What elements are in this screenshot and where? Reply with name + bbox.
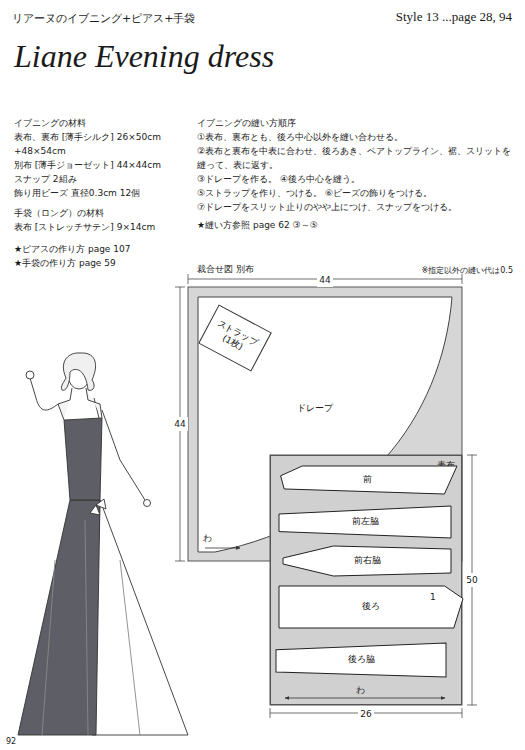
dimension-tick xyxy=(270,708,271,718)
fold-arrow xyxy=(205,548,240,549)
drape-piece xyxy=(198,297,452,552)
sewing-step: ⑦ドレープをスリット止りのやや上につけ、スナップをつける。 xyxy=(197,200,517,214)
sewing-step: ③ドレープを作る。 ④後ろ中心を縫う。 xyxy=(197,172,517,186)
callout-number: 1 xyxy=(430,590,436,604)
dimension-lines xyxy=(175,274,477,718)
pattern-piece: 前 xyxy=(277,466,457,494)
page-reference: ★縫い方参照 page 62 ③～⑤ xyxy=(197,218,318,232)
diagram-heading: 裁合せ図 別布 xyxy=(197,262,254,276)
page-reference: ★手袋の作り方 page 59 xyxy=(14,256,116,270)
page-reference: ★ピアスの作り方 page 107 xyxy=(14,242,130,256)
hand xyxy=(26,371,34,379)
piece-name: 後ろ xyxy=(362,601,380,612)
skirt-light xyxy=(92,500,188,735)
sewing-step: ①表布、裏布とも、後ろ中心以外を縫い合わせる。 xyxy=(197,130,517,144)
piece-outline xyxy=(279,506,451,538)
piece-name: 前左脇 xyxy=(352,516,379,527)
sewing-step: ⑤ストラップを作り、つける。 ⑥ビーズの飾りをつける。 xyxy=(197,186,517,200)
dimension-tick xyxy=(467,705,477,706)
dimension-tick xyxy=(462,274,463,284)
fold-arrow xyxy=(285,698,445,699)
material-item: 別布 [薄手ジョーゼット] 44×44cm xyxy=(14,158,161,172)
page-number: 92 xyxy=(6,735,16,749)
bodice xyxy=(64,418,102,500)
separate-fabric xyxy=(188,287,462,561)
dimension: 44 xyxy=(172,417,187,431)
dimension: 26 xyxy=(358,707,373,721)
header-text: リアーヌのイブニング+ピアス+手袋 xyxy=(12,12,195,26)
section-heading: 手袋（ロング）の材料 xyxy=(14,206,104,220)
page-title: Liane Evening dress xyxy=(14,36,274,78)
style-reference: Style 13 ...page 28, 94 xyxy=(396,10,512,24)
dimension-tick xyxy=(462,708,463,718)
material-item: スナップ 2組み xyxy=(14,172,77,186)
piece-outline xyxy=(276,643,446,677)
dimension-tick xyxy=(175,561,185,562)
section-heading: イブニングの縫い方順序 xyxy=(197,116,296,130)
skirt-folds xyxy=(42,520,140,735)
hand xyxy=(144,500,151,507)
material-item: +48×54cm xyxy=(14,144,66,158)
pattern-piece: 前左脇 xyxy=(279,506,451,538)
piece-outline xyxy=(281,466,457,494)
dimension: 44 xyxy=(317,273,332,287)
note: ※指定以外の縫い代は0.5 xyxy=(422,264,513,278)
piece-name: 前 xyxy=(363,474,372,485)
pattern-piece: 後ろ脇 xyxy=(276,643,446,677)
piece-outline xyxy=(283,546,451,576)
pattern-piece: 前右脇 xyxy=(283,546,451,576)
piece-name: 前右脇 xyxy=(354,555,381,566)
sewing-step: ②表布と裏布を中表に合わせ、後ろあき、ベアトップライン、裾、スリットを縫って、表… xyxy=(197,144,517,172)
dimension-tick xyxy=(467,455,477,456)
hair xyxy=(61,353,95,390)
piece-label-box: ドレープ xyxy=(280,398,350,420)
main-fabric xyxy=(270,455,462,705)
dimension-tick xyxy=(188,274,189,284)
dimension: 50 xyxy=(464,573,479,587)
dimension-tick xyxy=(175,287,185,288)
material-item: 表布 [ストレッチサテン] 9×14cm xyxy=(14,220,155,234)
waist-bow xyxy=(90,499,106,515)
piece-outline xyxy=(279,586,463,628)
neck-shoulders xyxy=(58,388,102,420)
material-item: 飾り用ビーズ 直径0.3cm 12個 xyxy=(14,186,140,200)
piece-name: ドレープ xyxy=(297,403,333,414)
fabric-panel: 表布前前左脇前右脇後ろ後ろ脇 xyxy=(270,455,462,705)
fold-mark: わ xyxy=(203,531,212,545)
fold-mark: わ xyxy=(356,683,365,697)
material-item: 表布、裏布 [薄手シルク] 26×50cm xyxy=(14,130,161,144)
dress-illustration xyxy=(18,353,188,735)
arms xyxy=(30,378,145,500)
piece-name: 後ろ脇 xyxy=(348,654,375,665)
section-heading: イブニングの材料 xyxy=(14,116,86,130)
